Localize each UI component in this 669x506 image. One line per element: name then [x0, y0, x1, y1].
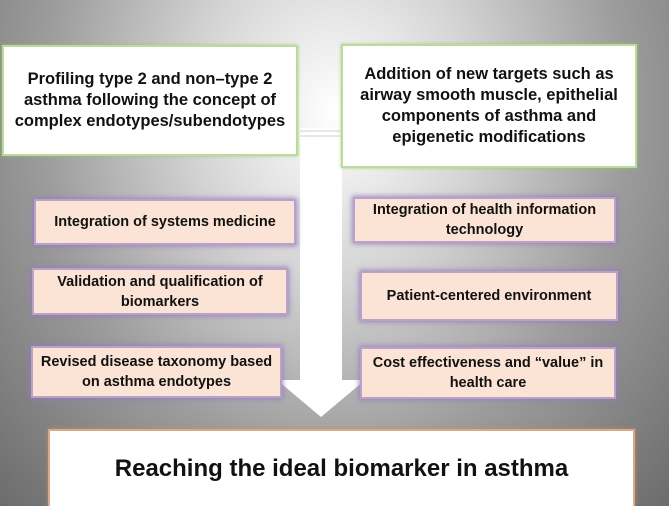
right-item-cost-effectiveness: Cost effectiveness and “value” in health… — [360, 347, 616, 399]
left-item-systems-medicine: Integration of systems medicine — [34, 199, 296, 245]
right-item-patient-centered: Patient-centered environment — [360, 271, 618, 321]
left-item-biomarker-validation: Validation and qualification of biomarke… — [32, 268, 288, 315]
right-item-health-it: Integration of health information techno… — [353, 197, 616, 243]
top-right-box: Addition of new targets such as airway s… — [341, 44, 637, 168]
top-left-box: Profiling type 2 and non–type 2 asthma f… — [2, 45, 298, 156]
goal-box: Reaching the ideal biomarker in asthma — [48, 429, 635, 506]
left-item-revised-taxonomy: Revised disease taxonomy based on asthma… — [31, 346, 282, 398]
